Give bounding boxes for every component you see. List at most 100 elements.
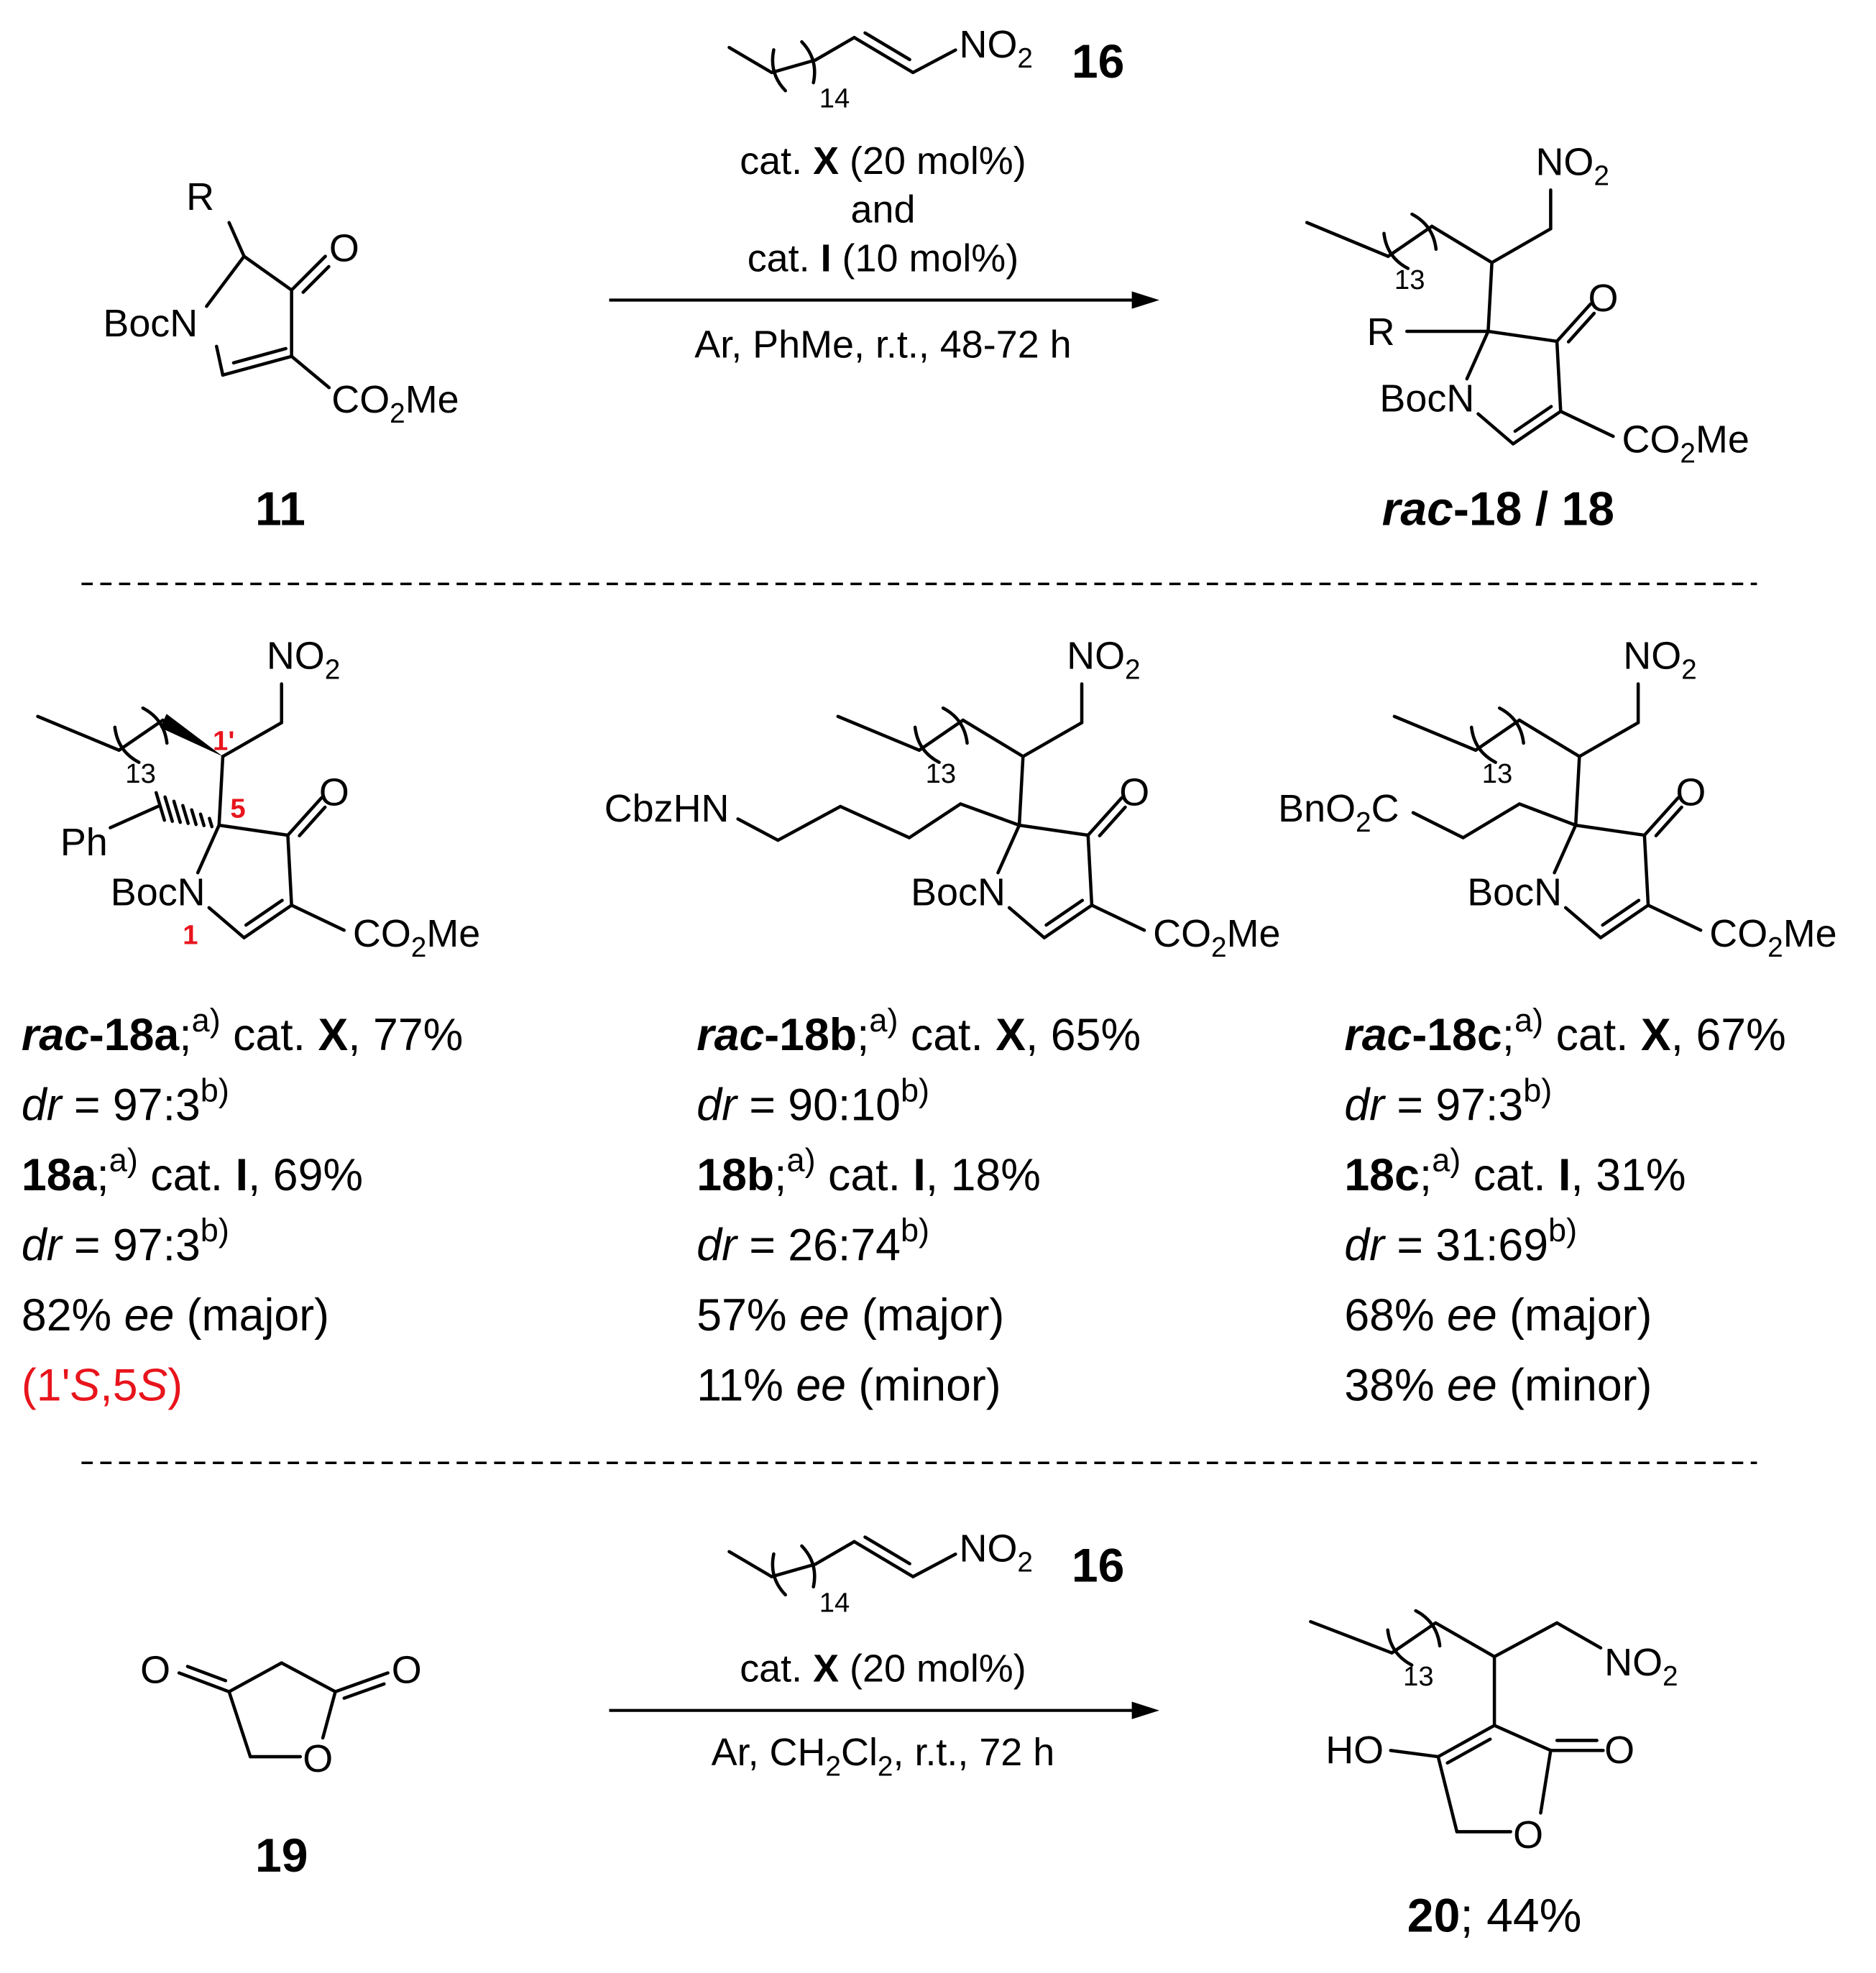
text-segment: (10 mol%): [832, 236, 1019, 280]
bond: [1553, 823, 1578, 875]
text-segment: X: [813, 1647, 839, 1691]
text-segment: O: [1588, 277, 1619, 320]
text-segment: 2: [1125, 655, 1141, 686]
text-segment: C: [1371, 787, 1399, 830]
chain-bond: [1305, 221, 1390, 258]
bond: [1646, 903, 1703, 932]
chain-bond: [770, 58, 817, 75]
carbonyl-double-bond: [1098, 805, 1127, 837]
text-segment: 19: [255, 1829, 308, 1882]
text-segment: Me: [426, 912, 480, 955]
stereo-locant-1: 1: [183, 919, 198, 950]
text-segment: , 65%: [1026, 1010, 1141, 1060]
carbonyl-double-bond: [1555, 302, 1593, 344]
text-segment: 13: [926, 758, 957, 789]
result-line-b: 18b;a) cat. I, 18%: [696, 1142, 1041, 1200]
bond: [207, 906, 246, 939]
r-group-label: R: [186, 175, 214, 219]
bond: [227, 1690, 252, 1759]
text-segment: BocN: [1467, 870, 1562, 914]
text-segment: CO: [1709, 912, 1767, 955]
text-segment: 68%: [1344, 1290, 1447, 1340]
text-segment: dr: [1344, 1220, 1386, 1270]
bond: [961, 718, 1025, 758]
text-segment: CO: [331, 378, 390, 421]
side-chain-bond: [959, 802, 1021, 827]
side-chain-bond: [907, 802, 962, 840]
text-segment: 18b: [696, 1150, 774, 1200]
result-line-a: 82% ee (major): [22, 1290, 329, 1340]
bond: [196, 823, 221, 875]
side-chain-bond: [839, 804, 911, 840]
bocn-label: BocN: [111, 870, 206, 914]
result-line-a: dr = 97:3b): [22, 1212, 229, 1270]
text-segment: S: [70, 1360, 101, 1410]
bond: [1436, 1754, 1459, 1834]
bond: [996, 823, 1021, 875]
text-segment: X: [1641, 1010, 1671, 1060]
text-segment: BnO: [1278, 787, 1356, 830]
text-segment: ;: [857, 1010, 869, 1060]
carbonyl-double-bond: [290, 254, 327, 292]
text-segment: , 31%: [1571, 1150, 1686, 1200]
bond: [1563, 906, 1603, 939]
methyl-ester-label: CO2Me: [353, 912, 480, 963]
text-segment: cat.: [1543, 1010, 1641, 1060]
text-segment: Ph: [60, 821, 108, 864]
bocn-label: BocN: [911, 870, 1006, 914]
repeat-bracket: [800, 1544, 817, 1589]
result-line-c: dr = 31:69b): [1344, 1212, 1577, 1270]
hashed-wedge-bond: [163, 795, 175, 823]
hashed-wedge-bond: [208, 817, 214, 829]
hashed-wedge-bond: [181, 804, 190, 825]
oxo-label: O: [1588, 277, 1619, 320]
text-segment: cat.: [138, 1150, 236, 1200]
chain-bond: [814, 35, 856, 62]
bond: [1490, 227, 1553, 265]
bond: [1492, 1724, 1553, 1752]
text-segment: cat.: [898, 1010, 996, 1060]
repeat-bracket: [771, 1552, 787, 1597]
text-segment: 13: [1403, 1661, 1434, 1692]
condition-and: and: [850, 188, 915, 231]
text-segment: I: [1558, 1150, 1571, 1200]
text-segment: cat.: [748, 236, 821, 280]
text-segment: 20: [1407, 1890, 1461, 1943]
text-segment: = 97:3: [62, 1220, 201, 1270]
text-segment: , 18%: [926, 1150, 1041, 1200]
chain-bond: [836, 714, 921, 752]
text-segment: -18a: [89, 1010, 180, 1060]
arrow-head: [1131, 1701, 1159, 1719]
bond: [1430, 224, 1494, 265]
side-chain-bond: [1411, 811, 1465, 840]
compound-label-19: 19: [255, 1829, 308, 1882]
side-chain-bond: [1517, 802, 1578, 827]
repeat-bracket: [1410, 212, 1438, 252]
text-segment: 18c: [1344, 1150, 1419, 1200]
text-segment: Me: [1227, 912, 1281, 955]
text-segment: = 31:69: [1384, 1220, 1548, 1270]
ring-double-bond: [221, 354, 293, 377]
text-segment: 2: [1017, 1547, 1033, 1578]
ring-double-bond: [1436, 1724, 1496, 1759]
text-segment: a): [869, 1002, 898, 1039]
text-segment: CO: [1153, 912, 1211, 955]
nitro-group: NO2: [1623, 635, 1696, 686]
bond: [1555, 1621, 1603, 1650]
bond: [280, 1661, 337, 1693]
text-segment: a): [1514, 1002, 1543, 1039]
text-segment: = 97:3: [62, 1080, 201, 1131]
text-segment: X: [318, 1010, 348, 1060]
bocn-label: BocN: [1379, 377, 1474, 420]
repeat-count: 13: [1482, 758, 1513, 789]
text-segment: Me: [1783, 912, 1837, 955]
carbonyl-double-bond: [185, 1665, 228, 1683]
ring-double-bond: [1042, 903, 1094, 939]
side-chain-bond: [736, 817, 780, 842]
bond: [215, 344, 225, 377]
text-segment: NO: [1623, 635, 1681, 678]
nitro-group: NO2: [267, 635, 340, 686]
repeat-bracket: [1497, 706, 1525, 745]
result-line-b: 11% ee (minor): [696, 1360, 1001, 1410]
chain-bond: [1386, 224, 1434, 258]
